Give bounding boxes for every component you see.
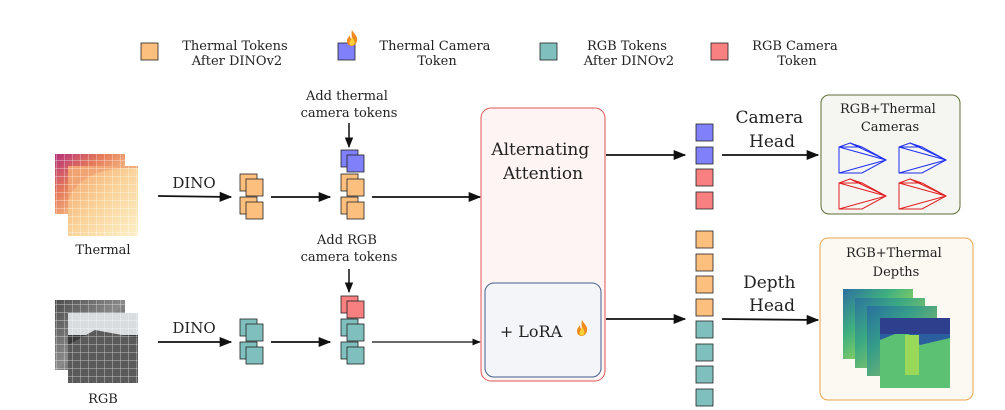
legend-thermal-token-swatch (140, 42, 159, 61)
depth-map-images (843, 289, 950, 388)
thermal-label: Thermal (75, 243, 130, 258)
add-thermal-line2: camera tokens (301, 106, 398, 121)
legend-rgb-tokens-line2: After DINOv2 (583, 54, 674, 69)
svg-text:RGB Tokens After DINOv2: RGB Tokens After DINOv2 (583, 39, 674, 69)
cameras-title-line2: Cameras (861, 120, 919, 135)
legend-rgb-camera-line1: RGB Camera (752, 39, 838, 54)
fire-icon (347, 30, 358, 46)
cameras-title-line1: RGB+Thermal (840, 102, 936, 117)
arrow-depth-head (721, 314, 820, 325)
svg-text:Depth Head: Depth Head (743, 273, 801, 316)
add-rgb-line2: camera tokens (301, 250, 398, 265)
legend-rgb-camera-swatch (710, 42, 729, 61)
legend-thermal-tokens-line1: Thermal Tokens (182, 39, 287, 54)
attention-title-line2: Attention (502, 164, 583, 184)
lora-label: + LoRA (500, 322, 563, 341)
thermal-camera-frustum-icon (898, 178, 948, 210)
rgb-input-images (55, 300, 138, 383)
svg-text:Alternating Attention: Alternating Attention (490, 140, 594, 184)
thermal-input-images (55, 154, 138, 236)
svg-text:Thermal Tokens After DIN: Thermal Tokens After DINOv2 (182, 39, 292, 69)
rgb-dino-tokens (239, 318, 264, 365)
add-rgb-line1: Add RGB (316, 233, 377, 248)
attention-title-line1: Alternating (490, 140, 589, 160)
thermal-camera-frustum-icon (838, 178, 888, 210)
arrow-thermal-to-dino (157, 191, 233, 202)
patch-token-stack (695, 230, 714, 407)
depths-title-line2: Depths (873, 265, 920, 280)
legend-rgb-tokens-line1: RGB Tokens (587, 39, 667, 54)
legend-rgb-camera-line2: Token (777, 54, 817, 69)
camera-token-stack (695, 123, 714, 210)
legend-rgb-token-swatch (539, 42, 558, 61)
legend-thermal-tokens-line2: After DINOv2 (191, 54, 282, 69)
legend-thermal-camera-line1: Thermal Camera (379, 39, 490, 54)
legend-thermal-camera-line2: Token (417, 54, 457, 69)
svg-text:Thermal Camera Token: Thermal Camera Token (379, 39, 494, 69)
dino-label-thermal: DINO (172, 174, 215, 192)
dino-label-rgb: DINO (172, 319, 215, 337)
svg-text:RGB+Thermal Cameras: RGB+Thermal Cameras (840, 102, 940, 135)
svg-text:Add RGB camera tokens: Add RGB camera tokens (301, 233, 398, 265)
legend-thermal-camera-swatch (337, 42, 356, 61)
svg-text:RGB Camera Token: RGB Camera Token (752, 39, 842, 69)
camera-head-line1: Camera (736, 108, 804, 128)
rgb-camera-frustum-icon (898, 142, 948, 174)
depths-title-line1: RGB+Thermal (846, 246, 942, 261)
rgb-label: RGB (88, 392, 118, 407)
camera-frustum-icons (838, 142, 948, 210)
svg-text:RGB+Thermal Depths: RGB+Thermal Depths (846, 246, 946, 280)
svg-text:Camera Head: Camera Head (736, 108, 809, 152)
add-thermal-line1: Add thermal (305, 89, 388, 104)
rgb-camera-frustum-icon (838, 142, 888, 174)
depth-head-line1: Depth (743, 273, 795, 293)
svg-text:Add thermal camera tokens: Add thermal camera tokens (301, 89, 398, 121)
thermal-dino-tokens (239, 173, 264, 220)
rgb-with-camera-tokens (340, 295, 365, 365)
depth-head-line2: Head (749, 296, 795, 316)
lora-block (484, 282, 602, 378)
camera-head-line2: Head (749, 132, 795, 152)
thermal-with-camera-tokens (340, 149, 365, 220)
legend: Thermal Tokens After DINOv2 Thermal Came… (140, 30, 842, 69)
